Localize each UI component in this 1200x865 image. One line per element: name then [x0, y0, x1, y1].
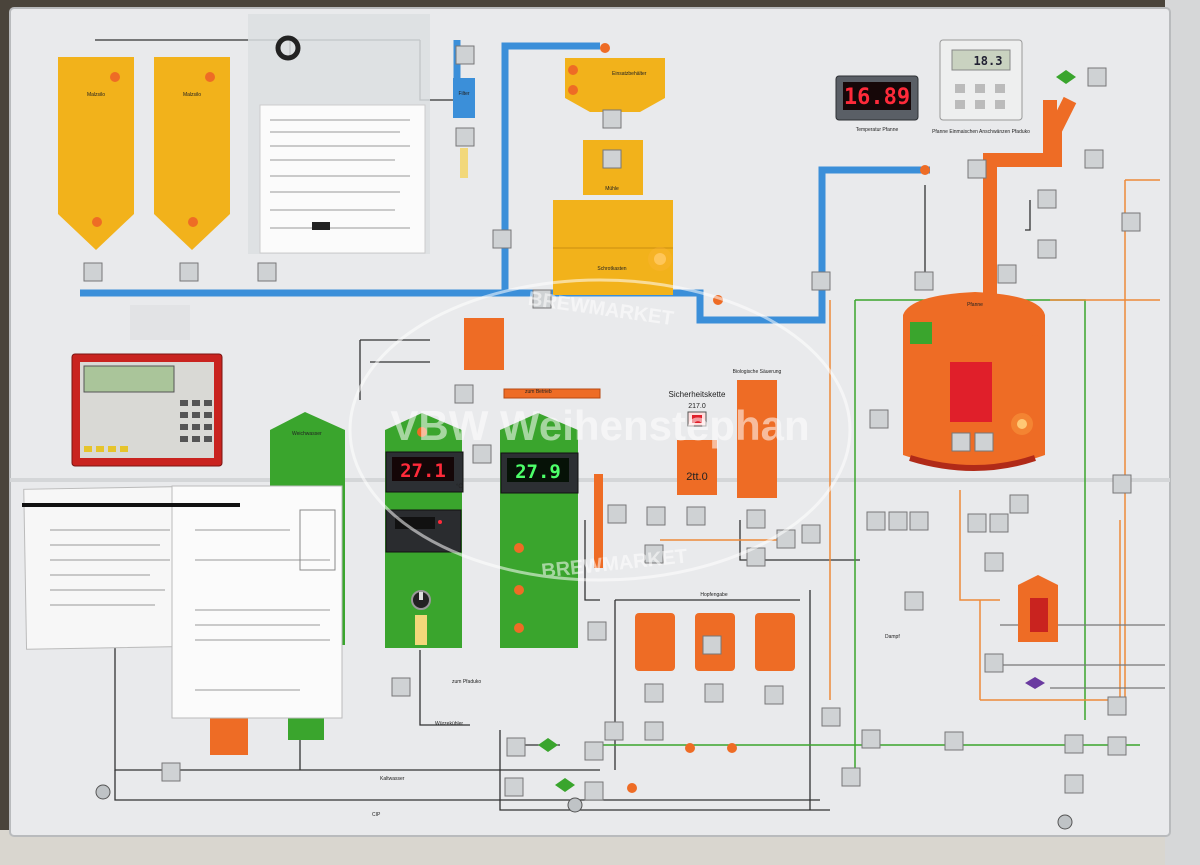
valves[interactable] — [538, 70, 1076, 792]
schrotkasten-lamp — [654, 253, 666, 265]
pinned-paper-bottom — [22, 485, 343, 719]
line-labels: zum Betrieb zum Pfaduko Würzekühler Kalt… — [292, 389, 900, 818]
wuerzekuehler-pipe — [594, 474, 603, 568]
malzsilo-left-label: Malzsilo — [87, 92, 105, 98]
temperature-pfanne-value: 16.89 — [844, 85, 910, 110]
steam-valve[interactable] — [1025, 677, 1045, 689]
mash-right-value: 27.9 — [515, 461, 561, 483]
hopfengabe-vessel-1 — [635, 613, 675, 671]
brewmarket-watermark: BREWMARKET VBW Weihenstephan BREWMARKET — [348, 278, 852, 583]
wuerzekuehler-label: Würzekühler — [435, 721, 463, 727]
malzsilo-right-label: Malzsilo — [183, 92, 201, 98]
mash-right-display: 27.9 — [500, 452, 579, 494]
weichwasser-label: Weichwasser — [292, 431, 322, 437]
dampf-label: Dampf — [885, 634, 900, 640]
hopfengabe-vessel-3 — [755, 613, 795, 671]
zum-betrieb-label: zum Betrieb — [525, 389, 552, 395]
pinned-paper-top — [248, 14, 430, 254]
red-keypad-controller[interactable] — [71, 353, 223, 467]
sicherheitskette-label: Sicherheitskette — [669, 390, 726, 399]
mash-left-unit: °C — [456, 484, 463, 490]
control-buttons[interactable] — [83, 45, 1141, 801]
filter-vessel — [453, 78, 475, 118]
biologische-saeuerung-label: Biologische Säuerung — [733, 369, 782, 375]
pfanne-brew-kettle: Pfanne — [903, 96, 1077, 471]
pfanne-controller-caption: Pfanne Einmaischen Anschwänzen Pfaduko — [932, 129, 1030, 135]
malt-silo-right: Malzsilo — [154, 57, 230, 250]
heat-exchanger-pipe — [503, 388, 601, 399]
malt-silo-left: Malzsilo — [58, 57, 134, 250]
hopfengabe-label: Hopfengabe — [700, 592, 727, 598]
mash-left-display: 27.1 °C — [385, 451, 464, 493]
zum-pfaduko-label: zum Pfaduko — [452, 679, 481, 685]
pfanne-controller[interactable]: 18.3 Pfanne Einmaischen Anschwänzen Pfad… — [932, 39, 1030, 135]
panel-seam — [10, 478, 1170, 482]
malzwasser-tank — [464, 318, 504, 370]
einsatzbehaelter-label: Einsatzbehälter — [612, 71, 647, 77]
filter-label: Filter — [458, 91, 469, 97]
printed-legend — [130, 305, 190, 340]
temperature-pfanne-label: Temperatur Pfanne — [856, 127, 899, 133]
pfanne-label: Pfanne — [967, 302, 983, 308]
controller-display-value: 18.3 — [974, 54, 1003, 68]
temperature-pfanne-meter: 16.89 Temperatur Pfanne — [835, 75, 919, 133]
paper-clip-ring — [275, 35, 301, 61]
watermark-institute: VBW Weihenstephan — [390, 402, 809, 449]
kaltwasser-label: Kaltwasser — [380, 776, 405, 782]
filter-sight-glass — [460, 148, 468, 178]
mash-left-value: 27.1 — [400, 460, 446, 482]
schrotkasten-label: Schrotkasten — [597, 266, 626, 272]
tank-handwritten-value: 2tt.0 — [686, 471, 707, 483]
panel-bolts — [95, 784, 1073, 830]
biologische-saeuerung-tank — [737, 380, 777, 498]
cip-label: CIP — [372, 812, 381, 818]
sicherheitskette-tank — [677, 440, 717, 495]
einsatzbehaelter-hopper — [565, 58, 665, 112]
sicherheitskette-value: 217.0 — [688, 403, 706, 410]
muehle-label: Mühle — [605, 186, 619, 192]
